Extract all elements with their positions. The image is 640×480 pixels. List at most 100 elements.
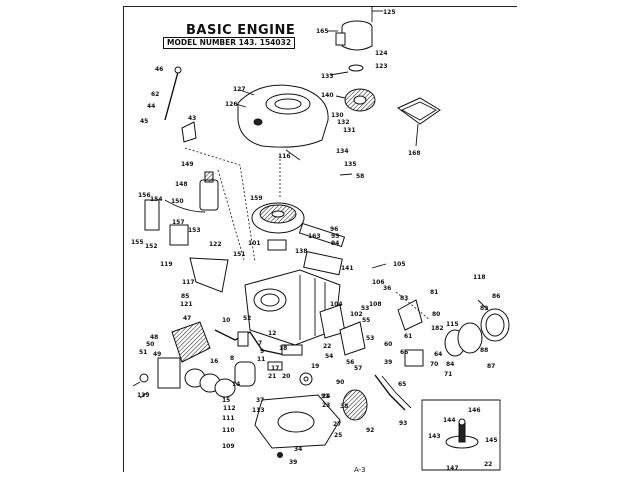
callout-104: 104 <box>330 301 343 308</box>
callout-110: 110 <box>222 427 235 434</box>
cylinder-block-part <box>244 269 341 346</box>
callout-127: 127 <box>233 86 246 93</box>
callout-121: 121 <box>180 301 193 308</box>
callout-144: 144 <box>443 417 456 424</box>
callout-64: 64 <box>434 351 442 358</box>
callout-118: 118 <box>473 274 486 281</box>
callout-22: 22 <box>323 343 331 350</box>
callout-139: 139 <box>137 392 150 399</box>
callout-94: 94 <box>331 240 339 247</box>
callout-44: 44 <box>147 103 155 110</box>
callout-112: 112 <box>223 405 236 412</box>
oil-sump-part <box>254 394 341 458</box>
callout-96: 96 <box>330 226 338 233</box>
callout-108: 108 <box>369 301 382 308</box>
callout-182: 182 <box>431 325 444 332</box>
callout-85: 85 <box>181 293 189 300</box>
callout-11: 11 <box>257 356 265 363</box>
callout-157: 157 <box>172 219 185 226</box>
callout-37: 37 <box>256 397 264 404</box>
callout-126: 126 <box>225 101 238 108</box>
callout-86: 86 <box>492 293 500 300</box>
callout-155: 155 <box>131 239 144 246</box>
callout-125: 125 <box>383 9 396 16</box>
callout-12: 12 <box>268 330 276 337</box>
starter-motor-part <box>164 171 219 213</box>
callout-38: 38 <box>340 403 348 410</box>
callout-39b: 39 <box>289 459 297 466</box>
callout-20: 20 <box>282 373 290 380</box>
callout-53: 53 <box>361 305 369 312</box>
callout-134: 134 <box>336 148 349 155</box>
callout-55: 55 <box>362 317 370 324</box>
callout-43: 43 <box>188 115 196 122</box>
callout-21: 21 <box>268 373 276 380</box>
callout-36: 36 <box>383 285 391 292</box>
callout-46: 46 <box>155 66 163 73</box>
callout-149: 149 <box>181 161 194 168</box>
filter-pad-part <box>397 97 441 125</box>
callout-95: 95 <box>331 233 339 240</box>
callout-159: 159 <box>250 195 263 202</box>
callout-48: 48 <box>150 334 158 341</box>
callout-22b: 22 <box>484 461 492 468</box>
callout-87: 87 <box>487 363 495 370</box>
callout-71: 71 <box>444 371 452 378</box>
callout-80: 80 <box>432 311 440 318</box>
callout-62: 62 <box>151 91 159 98</box>
callout-49: 49 <box>153 351 161 358</box>
callout-101: 101 <box>248 240 261 247</box>
inset-detail-box <box>421 399 501 471</box>
callout-131: 131 <box>343 127 356 134</box>
callout-90: 90 <box>336 379 344 386</box>
governor-part <box>342 374 412 421</box>
piston-rings-part <box>184 361 256 398</box>
callout-65: 65 <box>398 381 406 388</box>
callout-84: 84 <box>446 361 454 368</box>
callout-92: 92 <box>366 427 374 434</box>
callout-24: 24 <box>322 393 330 400</box>
callout-50: 50 <box>146 341 154 348</box>
callout-93: 93 <box>399 420 407 427</box>
callout-140: 140 <box>321 92 334 99</box>
callout-18: 18 <box>279 345 287 352</box>
callout-7: 7 <box>258 340 262 347</box>
callout-39: 39 <box>384 359 392 366</box>
page-number: A-3 <box>354 466 366 474</box>
callout-60: 60 <box>384 341 392 348</box>
callout-51: 51 <box>139 349 147 356</box>
callout-27: 27 <box>333 421 341 428</box>
callout-91: 91 <box>321 393 329 400</box>
callout-146: 146 <box>468 407 481 414</box>
callout-152: 152 <box>145 243 158 250</box>
callout-105: 105 <box>393 261 406 268</box>
callout-124: 124 <box>375 50 388 57</box>
callout-61: 61 <box>404 333 412 340</box>
callout-123: 123 <box>375 63 388 70</box>
callout-130: 130 <box>331 112 344 119</box>
callout-141: 141 <box>341 265 354 272</box>
callout-56: 56 <box>346 359 354 366</box>
callout-45: 45 <box>140 118 148 125</box>
callout-111: 111 <box>222 415 235 422</box>
callout-102: 102 <box>350 311 363 318</box>
callout-53b: 53 <box>366 335 374 342</box>
callout-163: 163 <box>308 233 321 240</box>
callout-labels: 125 165 124 123 133 127 140 126 130 132 … <box>131 9 500 472</box>
control-lever-part <box>164 66 197 143</box>
model-number-label: MODEL NUMBER 143. 154032 <box>163 37 296 49</box>
air-cleaner-part <box>335 6 376 112</box>
callout-23: 23 <box>322 402 330 409</box>
callout-83: 83 <box>400 295 408 302</box>
callout-10: 10 <box>222 317 230 324</box>
crankshaft-part <box>214 329 303 356</box>
callout-14: 14 <box>232 381 240 388</box>
callout-16: 16 <box>210 358 218 365</box>
valve-parts <box>319 299 510 367</box>
callout-133: 133 <box>321 73 334 80</box>
callout-25: 25 <box>334 432 342 439</box>
callout-145: 145 <box>485 437 498 444</box>
diagram-title: BASIC ENGINE <box>186 23 296 38</box>
